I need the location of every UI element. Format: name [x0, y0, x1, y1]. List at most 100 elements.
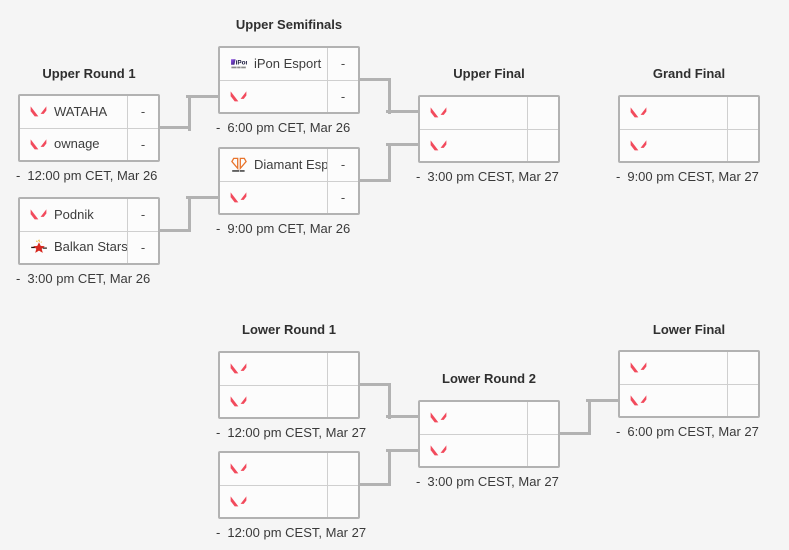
valorant-icon: [630, 360, 647, 376]
bracket-connector: [388, 78, 391, 114]
team-name: WATAHA: [54, 103, 108, 119]
match-time: -6:00 pm CET, Mar 26: [216, 120, 351, 135]
team-slot-wataha[interactable]: WATAHA -: [20, 96, 158, 128]
score-cell: -: [127, 231, 158, 263]
match-grand-final: [618, 95, 760, 163]
team-slot-tbd[interactable]: -: [220, 79, 358, 112]
round-header-lower-round-2: Lower Round 2: [442, 371, 536, 386]
round-header-lower-final: Lower Final: [652, 322, 726, 337]
team-name: ownage: [54, 136, 100, 152]
bracket-connector: [386, 449, 420, 452]
match-lower-round-1-game-1: [218, 351, 360, 419]
score-cell: [527, 402, 558, 434]
score-cell: [327, 485, 358, 517]
team-slot-tbd[interactable]: [420, 433, 558, 466]
bracket-connector: [186, 95, 220, 98]
bracket-connector: [588, 399, 591, 435]
match-upper-final: [418, 95, 560, 163]
valorant-icon: [230, 461, 247, 477]
score-cell: [527, 434, 558, 466]
bracket-connector: [358, 179, 390, 182]
score-cell: [527, 129, 558, 161]
team-slot-tbd[interactable]: [220, 384, 358, 417]
team-slot-tbd[interactable]: [620, 352, 758, 384]
team-slot-diamant-esport[interactable]: Diamant Esp… -: [220, 149, 358, 181]
bracket-connector: [386, 415, 420, 418]
valorant-icon: [230, 189, 247, 205]
bracket-connector: [358, 78, 390, 81]
team-slot-balkan-stars[interactable]: Balkan Stars -: [20, 230, 158, 263]
bracket-connector: [386, 110, 420, 113]
valorant-icon: [630, 105, 647, 121]
team-slot-tbd[interactable]: [420, 97, 558, 129]
team-slot-ownage[interactable]: ownage -: [20, 127, 158, 160]
match-time: -12:00 pm CEST, Mar 27: [216, 525, 367, 540]
team-slot-tbd[interactable]: [220, 353, 358, 385]
score-cell: -: [327, 48, 358, 80]
bracket-connector: [586, 399, 620, 402]
valorant-icon: [430, 105, 447, 121]
score-cell: [327, 353, 358, 385]
team-slot-tbd[interactable]: [420, 128, 558, 161]
bracket-connector: [388, 143, 391, 182]
bracket-connector: [158, 126, 190, 129]
team-name: Balkan Stars: [54, 239, 127, 255]
score-cell: -: [327, 149, 358, 181]
team-slot-tbd[interactable]: [620, 128, 758, 161]
match-upper-round-1-game-1: WATAHA - ownage -: [18, 94, 160, 162]
match-upper-semifinal-1: iPon Esport - -: [218, 46, 360, 114]
team-name: Diamant Esp…: [254, 156, 327, 172]
valorant-icon: [30, 207, 47, 223]
bracket-connector: [388, 383, 391, 419]
round-header-grand-final: Grand Final: [652, 66, 726, 81]
match-time: -3:00 pm CEST, Mar 27: [416, 474, 559, 489]
score-cell: -: [127, 199, 158, 231]
valorant-icon: [230, 88, 247, 104]
team-slot-podnik[interactable]: Podnik -: [20, 199, 158, 231]
round-header-upper-round-1: Upper Round 1: [42, 66, 136, 81]
valorant-icon: [230, 493, 247, 509]
bracket-connector: [358, 383, 390, 386]
score-cell: [527, 97, 558, 129]
balkan-stars-logo: [30, 239, 47, 255]
valorant-icon: [30, 104, 47, 120]
match-lower-round-1-game-2: [218, 451, 360, 519]
team-name: Podnik: [54, 206, 94, 222]
valorant-icon: [430, 137, 447, 153]
diamant-esport-logo: [230, 157, 247, 173]
score-cell: [727, 97, 758, 129]
score-cell: [727, 129, 758, 161]
round-header-lower-round-1: Lower Round 1: [242, 322, 336, 337]
team-slot-tbd[interactable]: [620, 383, 758, 416]
match-lower-final: [618, 350, 760, 418]
bracket-connector: [358, 483, 390, 486]
score-cell: [327, 385, 358, 417]
valorant-icon: [230, 361, 247, 377]
valorant-icon: [430, 442, 447, 458]
score-cell: -: [127, 96, 158, 128]
score-cell: [327, 453, 358, 485]
match-time: -12:00 pm CET, Mar 26: [16, 168, 158, 183]
team-slot-tbd[interactable]: [420, 402, 558, 434]
match-time: -12:00 pm CEST, Mar 27: [216, 425, 367, 440]
team-name: iPon Esport: [254, 55, 322, 71]
team-slot-ipon-esport[interactable]: iPon Esport -: [220, 48, 358, 80]
team-slot-tbd[interactable]: [220, 453, 358, 485]
valorant-icon: [630, 392, 647, 408]
bracket-connector: [188, 95, 191, 131]
bracket-connector: [558, 432, 590, 435]
match-time: -9:00 pm CET, Mar 26: [216, 221, 351, 236]
match-time: -3:00 pm CEST, Mar 27: [416, 169, 559, 184]
team-slot-tbd[interactable]: [620, 97, 758, 129]
round-header-upper-semifinals: Upper Semifinals: [235, 17, 343, 32]
match-time: -9:00 pm CEST, Mar 27: [616, 169, 759, 184]
bracket-connector: [386, 143, 420, 146]
team-slot-tbd[interactable]: [220, 484, 358, 517]
match-lower-round-2: [418, 400, 560, 468]
valorant-icon: [430, 410, 447, 426]
valorant-icon: [230, 393, 247, 409]
valorant-icon: [630, 137, 647, 153]
match-upper-round-1-game-2: Podnik - Balkan Stars -: [18, 197, 160, 265]
team-slot-tbd[interactable]: -: [220, 180, 358, 213]
